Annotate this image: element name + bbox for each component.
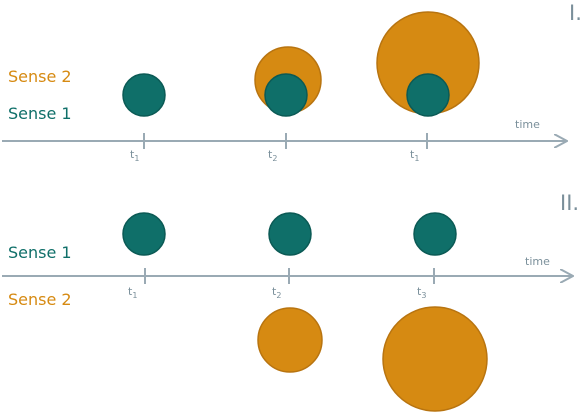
panel-two-axis-label: time: [525, 255, 550, 268]
panel-two-sense-1-label: Sense 1: [8, 243, 72, 262]
panel-two-sense-1-circle: [413, 212, 457, 256]
panel-one-label: I.: [569, 1, 582, 25]
panel-two: II. Sense 1 Sense 2 time t1 t2 t3: [2, 191, 579, 412]
panel-two-sense-2-circle: [382, 306, 488, 412]
panel-one-axis-label: time: [515, 118, 540, 131]
panel-one: I. Sense 2 Sense 1 time t1 t2 t1: [2, 1, 582, 163]
panel-two-tick-label: t3: [417, 285, 426, 300]
panel-two-tick-label: t2: [272, 285, 281, 300]
panel-one-sense-1-circle: [122, 73, 166, 117]
panel-one-sense-1-label: Sense 1: [8, 104, 72, 123]
panel-one-tick-label: t2: [268, 148, 277, 163]
panel-two-sense-2-circle: [257, 307, 323, 373]
panel-two-tick-label: t1: [128, 285, 137, 300]
panel-one-sense-1-circle: [406, 73, 450, 117]
panel-two-sense-1-circle: [268, 212, 312, 256]
panel-one-sense-2-label: Sense 2: [8, 67, 72, 86]
panel-one-tick-label: t1: [130, 148, 139, 163]
panel-two-sense-2-label: Sense 2: [8, 290, 72, 309]
panel-two-sense-1-circle: [122, 212, 166, 256]
panel-one-sense-1-circle: [264, 73, 308, 117]
panel-two-label: II.: [560, 191, 579, 215]
panel-one-tick-label: t1: [410, 148, 419, 163]
